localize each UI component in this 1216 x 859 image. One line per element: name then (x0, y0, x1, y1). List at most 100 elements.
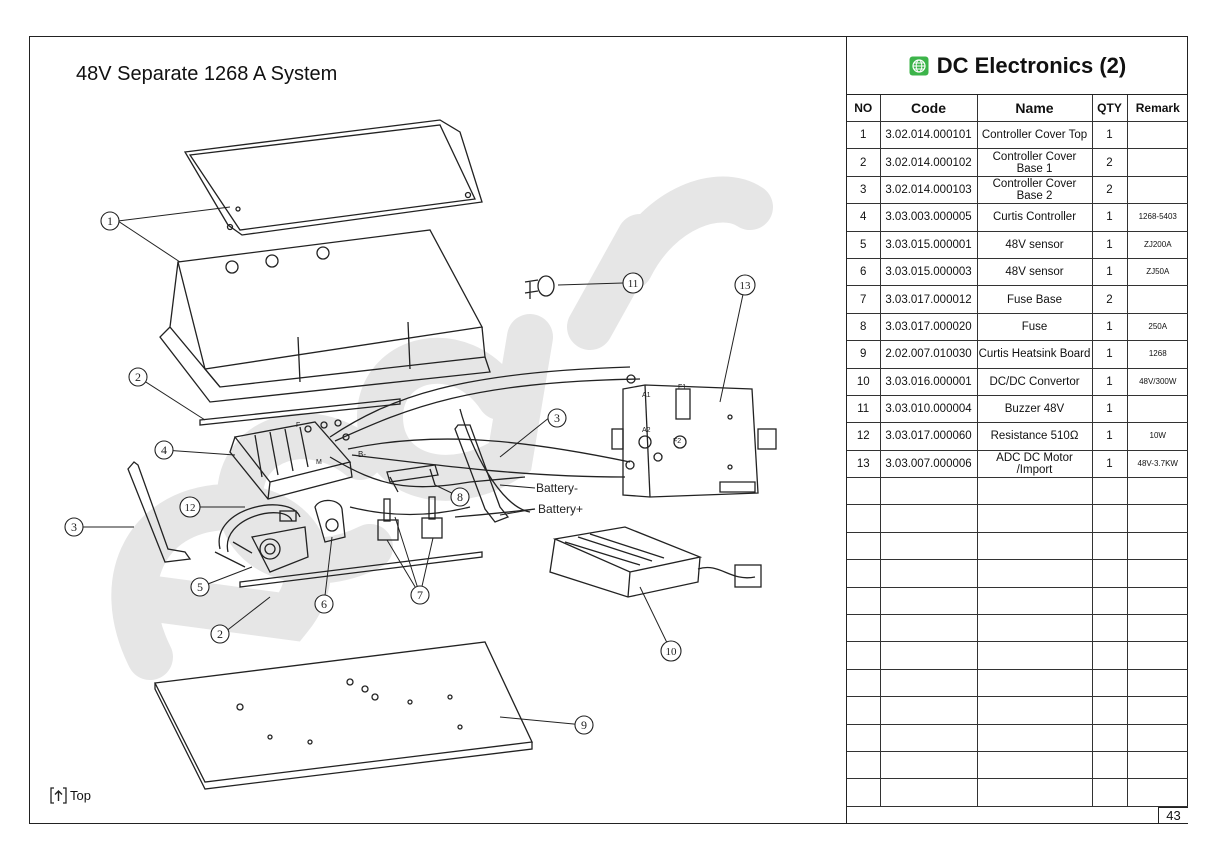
empty-cell (976, 641, 1093, 670)
top-link[interactable]: Top (50, 787, 91, 804)
b-minus-label: B- (358, 450, 366, 459)
cell-no: 13 (847, 449, 881, 479)
cell-remark: 48V/300W (1126, 367, 1188, 396)
f1-label: F1 (678, 384, 686, 391)
callout-9: 9 (581, 718, 587, 732)
callout-leaders (80, 206, 746, 726)
dc-motor (611, 384, 777, 498)
column-header-name: Name (976, 95, 1093, 122)
cell-no: 10 (847, 367, 881, 396)
empty-cell (1091, 586, 1128, 616)
cell-qty: 2 (1091, 175, 1128, 205)
cell-qty: 1 (1091, 120, 1128, 150)
callout-markers: 1 2 3 4 5 6 7 8 9 10 11 12 13 2 3 (64, 211, 756, 735)
empty-cell (847, 586, 881, 616)
empty-cell (1091, 696, 1128, 725)
empty-table-row (847, 504, 1188, 533)
cell-name: Buzzer 48V (976, 394, 1093, 424)
cell-qty: 1 (1091, 203, 1128, 232)
column-header-remark: Remark (1126, 95, 1188, 122)
empty-cell (879, 750, 978, 780)
empty-cell (879, 531, 978, 561)
fuse-bases (377, 464, 443, 541)
empty-cell (976, 668, 1093, 698)
diagram-labels: Battery- Battery+ B- A1 A2 F1 F2 F M (296, 384, 686, 516)
cell-qty: 1 (1091, 367, 1128, 396)
empty-cell (1091, 559, 1128, 588)
cell-qty: 1 (1091, 394, 1128, 424)
m-label: M (316, 459, 322, 466)
callout-12: 12 (185, 502, 196, 514)
parts-table-header: NO Code Name QTY Remark (847, 95, 1188, 122)
empty-cell (879, 586, 978, 616)
parts-panel: DC Electronics (2) NO Code Name QTY Rema… (846, 37, 1188, 823)
cell-code: 3.03.010.000004 (879, 394, 978, 424)
empty-table-row (847, 641, 1188, 670)
empty-cell (976, 586, 1093, 616)
empty-cell (879, 723, 978, 752)
empty-table-row (847, 668, 1188, 698)
empty-cell (879, 504, 978, 533)
empty-cell (1126, 750, 1188, 780)
page-title: 48V Separate 1268 A System (76, 63, 338, 85)
battery-negative-label: Battery- (536, 481, 578, 495)
column-header-no: NO (847, 95, 881, 122)
cell-code: 3.03.017.000020 (879, 312, 978, 342)
cell-qty: 1 (1091, 449, 1128, 479)
empty-table-row (847, 559, 1188, 588)
cell-no: 6 (847, 257, 881, 287)
empty-cell (847, 559, 881, 588)
empty-cell (1126, 586, 1188, 616)
f-label: F (296, 422, 300, 429)
cell-code: 3.03.015.000003 (879, 257, 978, 287)
empty-cell (1091, 531, 1128, 561)
empty-cell (1091, 778, 1128, 807)
empty-cell (847, 614, 881, 643)
cell-code: 3.02.014.000101 (879, 120, 978, 150)
parts-table: NO Code Name QTY Remark 1 3.02.014.000101… (847, 95, 1188, 807)
controller-cover-base (159, 229, 491, 403)
controller-cover-top (183, 119, 483, 236)
empty-cell (847, 668, 881, 698)
f2-label: F2 (673, 438, 681, 445)
empty-cell (1126, 614, 1188, 643)
cell-qty: 2 (1091, 148, 1128, 177)
callout-3b: 3 (554, 411, 560, 425)
cell-code: 3.03.007.000006 (879, 449, 978, 479)
cell-name: Controller Cover Base 2 (976, 175, 1093, 205)
empty-cell (1091, 477, 1128, 506)
empty-cell (847, 641, 881, 670)
cover-rails (199, 398, 483, 588)
empty-cell (976, 778, 1093, 807)
empty-cell (1126, 723, 1188, 752)
empty-cell (847, 504, 881, 533)
cell-name: Fuse (976, 312, 1093, 342)
cell-no: 8 (847, 312, 881, 342)
globe-icon (909, 56, 929, 75)
cell-no: 5 (847, 230, 881, 259)
exploded-diagram: 1 2 3 4 5 6 7 8 9 10 11 12 13 2 3 Batter… (30, 37, 846, 823)
empty-cell (879, 641, 978, 670)
cell-remark (1126, 120, 1188, 150)
empty-cell (879, 477, 978, 506)
cell-name: Curtis Heatsink Board (976, 340, 1093, 369)
callout-4: 4 (161, 443, 167, 457)
cell-remark: ZJ50A (1126, 257, 1188, 287)
cell-name: Controller Cover Base 1 (976, 148, 1093, 177)
empty-cell (1126, 531, 1188, 561)
empty-cell (1091, 504, 1128, 533)
empty-cell (976, 559, 1093, 588)
cell-name: Fuse Base (976, 285, 1093, 314)
empty-cell (1126, 778, 1188, 807)
cell-code: 2.02.007.010030 (879, 340, 978, 369)
section-heading-text: DC Electronics (2) (936, 52, 1127, 78)
buzzer (524, 275, 555, 299)
